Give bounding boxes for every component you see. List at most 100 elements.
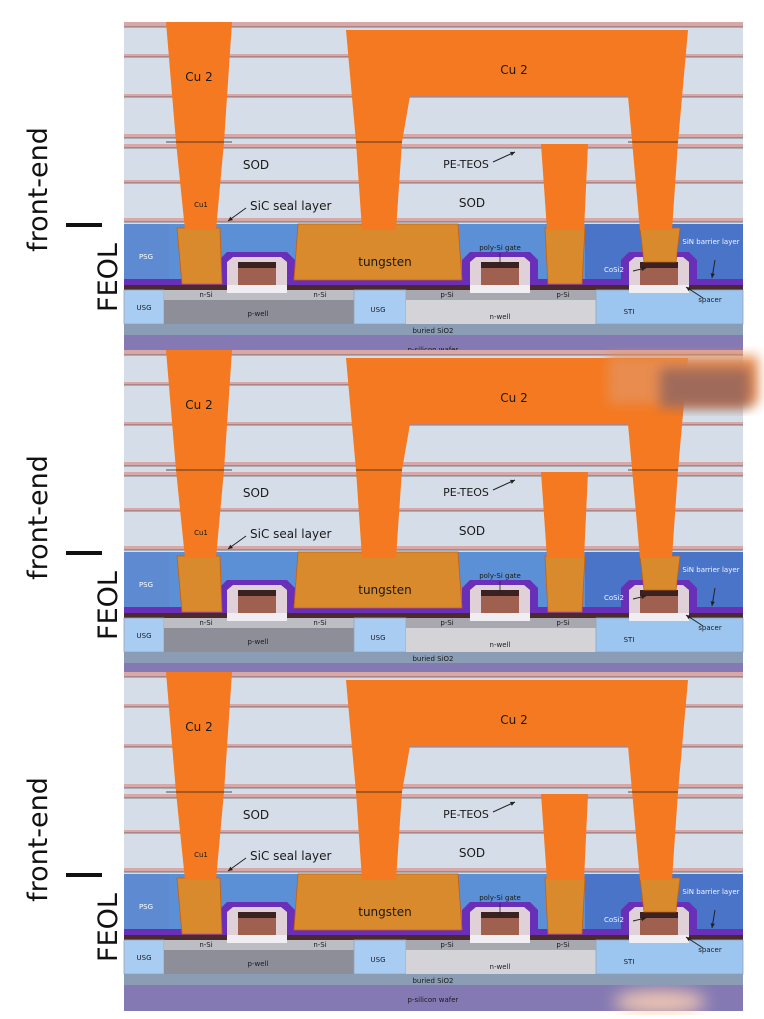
tungsten-plug [293,873,463,931]
cap-layer-5 [124,180,743,183]
cap-layer-5 [124,508,743,511]
feol-marker [66,223,102,227]
gate-nmos-channel [227,935,287,943]
pe-teos-arrow-head [510,801,515,806]
cap-layer-4 [124,144,743,148]
cu1-contact-right [544,227,586,285]
n-well [406,950,596,974]
cu2-label-left: Cu 2 [185,398,212,412]
cu-via-mid [541,144,588,230]
gate-nmos-silicide [238,912,276,918]
p-si-label-left: p-Si [440,619,453,627]
cap-layer-3 [124,462,743,466]
p-well-label: p-well [248,638,269,646]
cu1-label: Cu1 [194,201,208,209]
psg-left-block [124,552,169,609]
poly-si-gate-label: poly-Si gate [479,894,521,902]
cosi2-arrow-head [641,594,646,600]
p-silicon-wafer-label: p-silicon wafer [408,996,459,1004]
cu1-contact-right [544,555,586,613]
spacer-arrow-head [686,615,691,620]
sin-barrier-label: SiN barrier layer [682,238,739,246]
spacer-arrow-head [686,287,691,292]
buried-oxide [124,652,743,663]
pe-teos-label: PE-TEOS [443,158,489,171]
p-well [164,628,354,652]
cu-via-left [166,350,232,558]
n-si-label-left: n-Si [199,619,212,627]
psg-label: PSG [139,903,153,911]
sti-region [595,617,744,653]
usg-label-mid: USG [371,306,386,314]
p-well-label: p-well [248,310,269,318]
cu-via-left [166,672,232,880]
spacer-label: spacer [698,624,722,632]
sin-barrier-arrow-head [710,923,715,928]
cu1-label: Cu1 [194,851,208,859]
spacer-arrow-head [686,937,691,942]
usg-label-mid: USG [371,634,386,642]
cu1-contact-left [176,227,223,285]
gate-nmos-poly [238,918,276,935]
cu-via-left [166,22,232,230]
gate-pmos-poly [481,268,519,285]
sic-seal-arrow-head [228,216,233,221]
spacer-label: spacer [698,296,722,304]
psg-label: PSG [139,253,153,261]
cosi2-label: CoSi2 [604,266,624,274]
sin-barrier-arrow-head [710,273,715,278]
poly-si-gate-label: poly-Si gate [479,244,521,252]
usg-label-mid: USG [371,956,386,964]
cu-via-mid [541,472,588,558]
gate-nmos-poly [238,268,276,285]
gate-sti-silicide [640,590,678,596]
sin-barrier-arrow-head [710,601,715,606]
cu-via-mid [541,794,588,880]
psg-left-block [124,874,169,931]
front-end-label-3: front-end [22,777,54,902]
cap-layer-3 [124,134,743,138]
feol-label-1: FEOL [92,243,124,312]
p-well [164,300,354,324]
feol-label-3: FEOL [92,893,124,962]
front-end-label-1: front-end [22,127,54,252]
cosi2-arrow-head [641,266,646,272]
sod-label-right: SOD [459,196,485,210]
sti-label: STI [624,958,635,966]
cap-layer-6 [124,546,743,550]
p-well-label: p-well [248,960,269,968]
cosi2-label: CoSi2 [604,916,624,924]
buried-oxide [124,974,743,985]
gate-sti-channel [629,935,689,943]
feol-marker [66,873,102,877]
usg-label-left: USG [137,304,152,312]
p-si-label-right: p-Si [556,619,569,627]
cap-layer-4 [124,794,743,798]
tungsten-label: tungsten [358,255,411,269]
usg-mid [353,617,407,653]
silicide-band [124,613,743,618]
feol-label-2: FEOL [92,571,124,640]
gate-pmos-channel [470,285,530,293]
cu2-label-right: Cu 2 [500,391,527,405]
gate-sti-silicide [640,912,678,918]
gate-pmos-poly [481,596,519,613]
p-well [164,950,354,974]
cap-layer-4 [124,472,743,476]
sic-seal-label: SiC seal layer [250,199,331,213]
silicide-band [124,935,743,940]
sic-seal-label: SiC seal layer [250,849,331,863]
smudge-artifact [614,990,706,1014]
cosi2-label: CoSi2 [604,594,624,602]
buried-sio2-label: buried SiO2 [412,977,453,985]
gate-sti-silicide [640,262,678,268]
buried-sio2-label: buried SiO2 [412,327,453,335]
cu2-label-left: Cu 2 [185,70,212,84]
gate-pmos-poly [481,918,519,935]
sin-barrier-label: SiN barrier layer [682,566,739,574]
cap-layer-6 [124,218,743,222]
